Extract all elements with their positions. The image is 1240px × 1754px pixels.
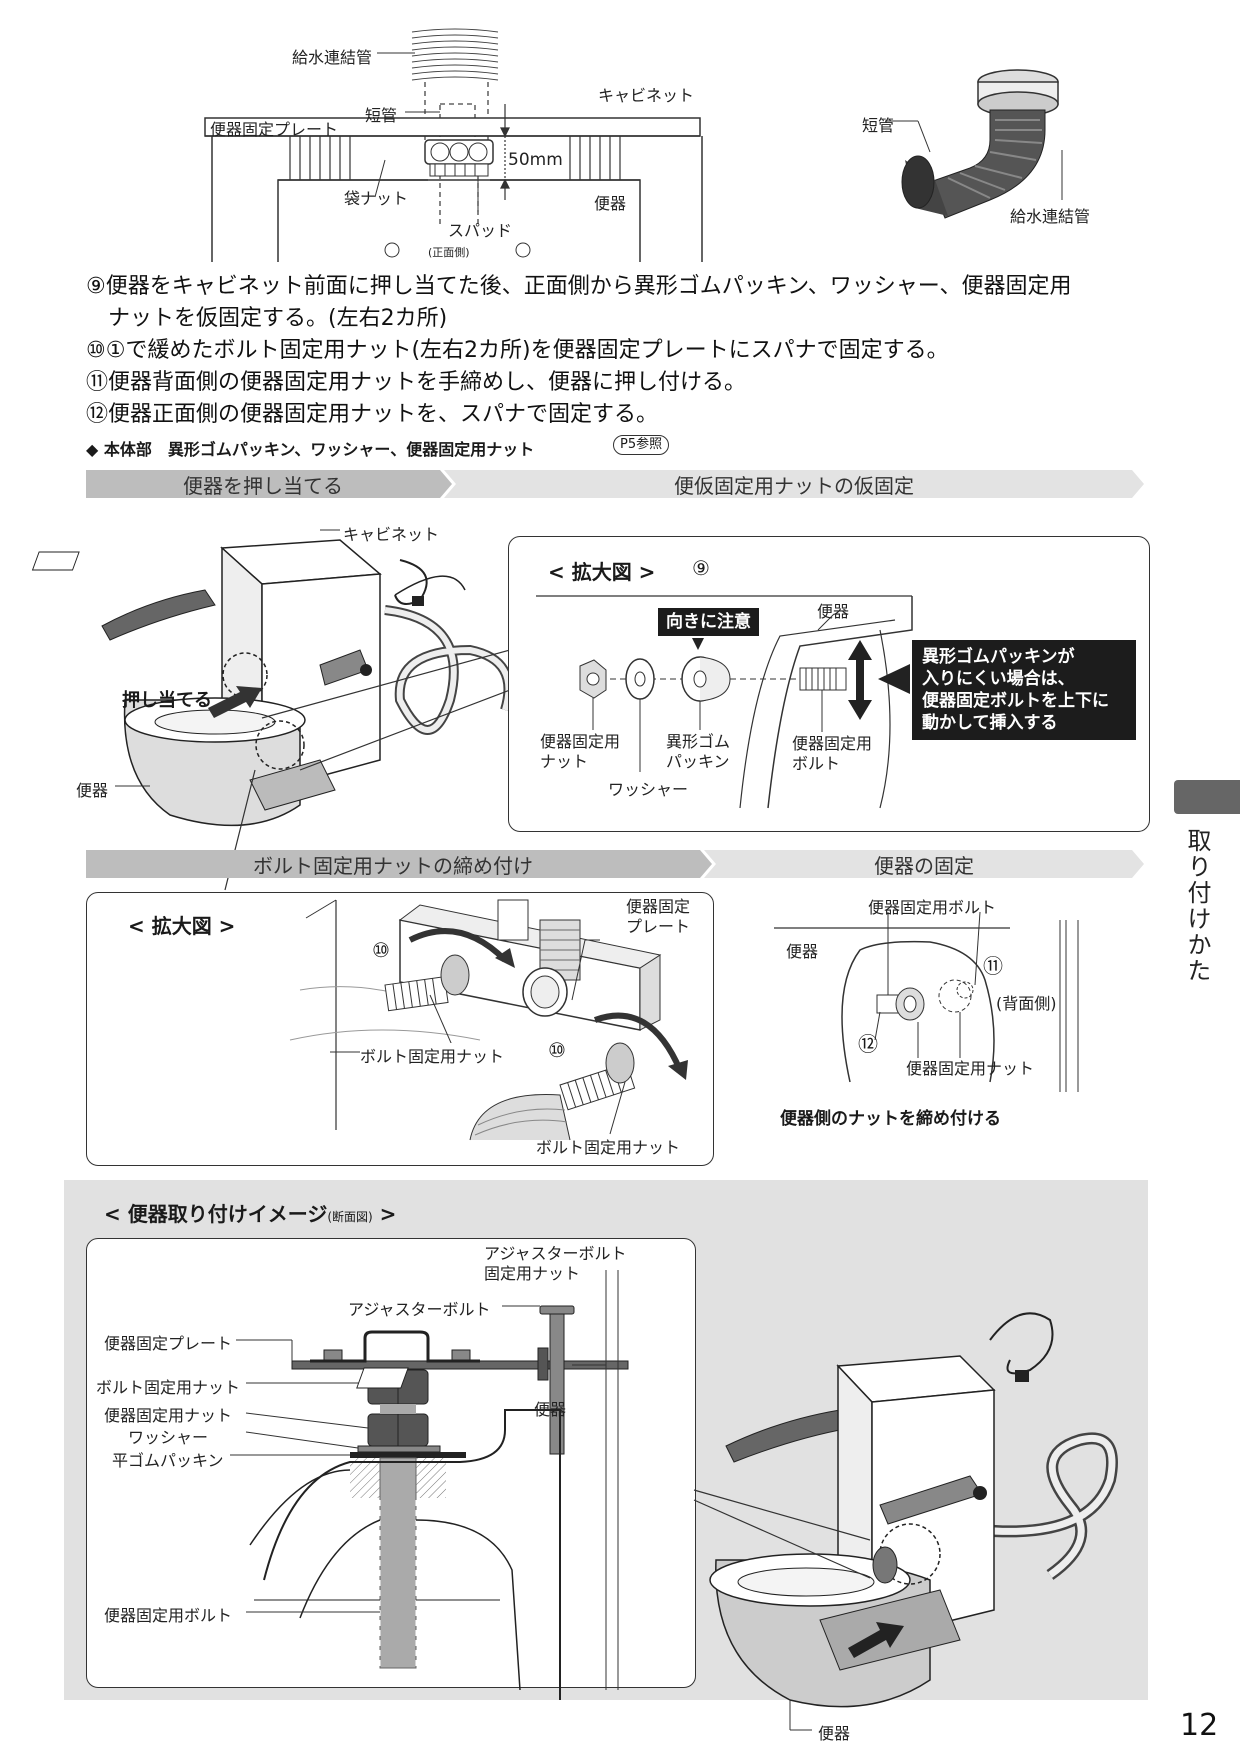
parts-note: ◆ 本体部 異形ゴムパッキン、ワッシャー、便器固定用ナット [86, 440, 535, 459]
zoom-1-step-mark: ⑨ [692, 556, 710, 580]
section-label-fix-nut: 便器固定用ナット [104, 1406, 233, 1425]
page-number: 12 [1180, 1708, 1219, 1743]
label-supply-pipe-right: 給水連結管 [1010, 207, 1091, 226]
fix-step-mark-12: ⑫ [858, 1032, 878, 1056]
zoom-1-label-nut: 便器固定用 ナット [540, 732, 621, 771]
parts-ref-badge: P5参照 [613, 435, 670, 455]
section-label-adj-nut: アジャスターボルト 固定用ナット [484, 1244, 627, 1283]
zoom-2-label-plate: 便器固定 プレート [626, 897, 691, 936]
zoom-box-2 [86, 892, 714, 1166]
fix-step-mark-11: ⑪ [983, 954, 1003, 978]
fig1-label-toilet: 便器 [76, 781, 109, 800]
fig1-label-push: 押し当てる [122, 690, 212, 711]
fig1-label-cabinet: キャビネット [343, 525, 440, 544]
section-label-bolt-nut: ボルト固定用ナット [96, 1378, 241, 1397]
label-supply-pipe: 給水連結管 [292, 48, 373, 67]
section-label-adj-bolt: アジャスターボルト [348, 1300, 491, 1319]
label-50mm: 50mm [508, 150, 563, 170]
zoom-2-step-mark-b: ⑩ [548, 1038, 566, 1062]
label-short-pipe-right: 短管 [862, 116, 895, 135]
label-cabinet: キャビネット [598, 86, 695, 105]
sidebar-tab [1174, 780, 1240, 814]
section-label-toilet-inner: 便器 [534, 1400, 567, 1419]
step-11: ⑪便器背面側の便器固定用ナットを手締めし、便器に押し付ける。 [86, 370, 747, 395]
banner-1-right: 便仮固定用ナットの仮固定 [674, 473, 914, 498]
label-bag-nut: 袋ナット [344, 189, 409, 208]
section-label-plate: 便器固定プレート [104, 1334, 233, 1353]
zoom-1-label-packing: 異形ゴム パッキン [666, 732, 731, 771]
step-9-line2: ナットを仮固定する。(左右2カ所) [86, 306, 448, 331]
step-9-line1: ⑨便器をキャビネット前面に押し当てた後、正面側から異形ゴムパッキン、ワッシャー、… [86, 274, 1072, 299]
step-12: ⑫便器正面側の便器固定用ナットを、スパナで固定する。 [86, 402, 659, 427]
zoom-1-label-toilet: 便器 [817, 602, 850, 621]
banner-2-right: 便器の固定 [874, 853, 974, 878]
zoom-1-label-bolt: 便器固定用 ボルト [792, 734, 873, 773]
zoom-1-caution-badge: 向きに注意 [658, 608, 759, 636]
label-spud: スパッド [448, 221, 513, 240]
fix-label-nut: 便器固定用ナット [906, 1059, 1035, 1078]
section-label-fix-bolt: 便器固定用ボルト [104, 1606, 233, 1625]
fix-label-back: (背面側) [996, 994, 1057, 1013]
label-fixing-plate: 便器固定プレート [210, 120, 339, 139]
fix-caption: 便器側のナットを締め付ける [780, 1109, 1001, 1129]
section-title-small: (断面図) [327, 1210, 373, 1224]
section-label-flat-packing: 平ゴムパッキン [112, 1451, 224, 1470]
label-front-side: (正面側) [428, 246, 470, 259]
section-title-end: > [372, 1202, 397, 1226]
zoom-2-title: < 拡大図 > [128, 914, 236, 938]
bottom-label-toilet: 便器 [818, 1724, 851, 1743]
fix-label-bolt: 便器固定用ボルト [868, 898, 997, 917]
step-10: ⑩①で緩めたボルト固定用ナット(左右2カ所)を便器固定プレートにスパナで固定する… [86, 338, 949, 363]
section-title: < 便器取り付けイメージ(断面図) > [104, 1198, 396, 1227]
fix-label-toilet: 便器 [786, 942, 819, 961]
section-label-washer: ワッシャー [128, 1428, 209, 1447]
label-toilet: 便器 [594, 194, 627, 213]
banner-1-left: 便器を押し当てる [183, 473, 343, 498]
zoom-1-note: 異形ゴムパッキンが 入りにくい場合は、 便器固定ボルトを上下に 動かして挿入する [912, 640, 1136, 740]
banner-2-left: ボルト固定用ナットの締め付け [253, 853, 533, 878]
zoom-1-label-washer: ワッシャー [608, 780, 689, 799]
label-short-pipe: 短管 [365, 106, 398, 125]
zoom-2-label-bolt-nut-a: ボルト固定用ナット [360, 1043, 505, 1067]
zoom-2-label-bolt-nut-b: ボルト固定用ナット [536, 1138, 681, 1157]
zoom-1-title: < 拡大図 > [548, 560, 656, 584]
sidebar-label: 取り付けかた [1183, 828, 1211, 984]
zoom-2-step-mark-a: ⑩ [372, 938, 390, 962]
section-title-main: < 便器取り付けイメージ [104, 1202, 328, 1226]
